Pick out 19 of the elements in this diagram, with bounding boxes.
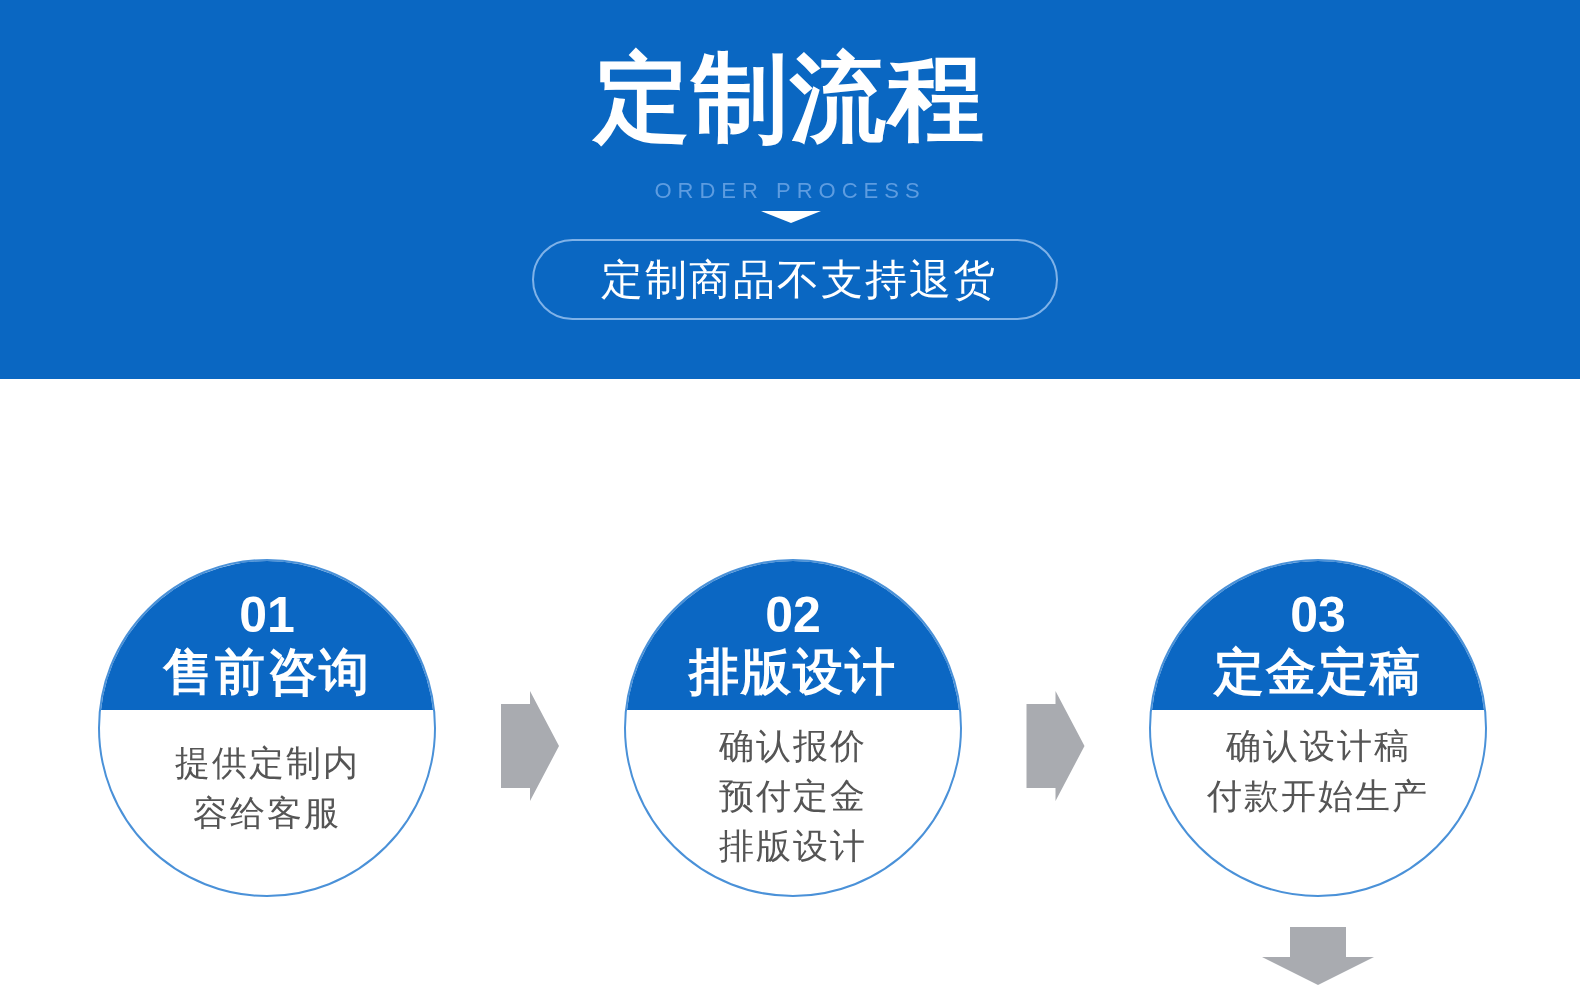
step-number: 02: [765, 587, 821, 643]
step-title: 售前咨询: [163, 643, 371, 701]
block-arrow: [501, 691, 559, 801]
notice-pill: [532, 239, 1058, 320]
step-description: 排版设计: [719, 825, 867, 868]
step-number: 03: [1290, 587, 1346, 643]
block-arrow: [1026, 691, 1085, 801]
block-arrow: [1262, 927, 1374, 985]
step-description: 确认报价: [719, 725, 867, 768]
step-title: 排版设计: [689, 643, 897, 701]
step-description: 付款开始生产: [1207, 775, 1429, 818]
subtitle-label: ORDER PROCESS: [653, 178, 927, 204]
title: 定制流程: [591, 43, 987, 153]
notice-text: 定制商品不支持退货: [600, 254, 997, 305]
step-description: 确认设计稿: [1225, 725, 1411, 768]
step-title: 定金定稿: [1214, 643, 1422, 701]
step-description: 预付定金: [719, 775, 867, 818]
step-number: 01: [239, 587, 295, 643]
step-description: 提供定制内容给客服: [173, 742, 361, 835]
